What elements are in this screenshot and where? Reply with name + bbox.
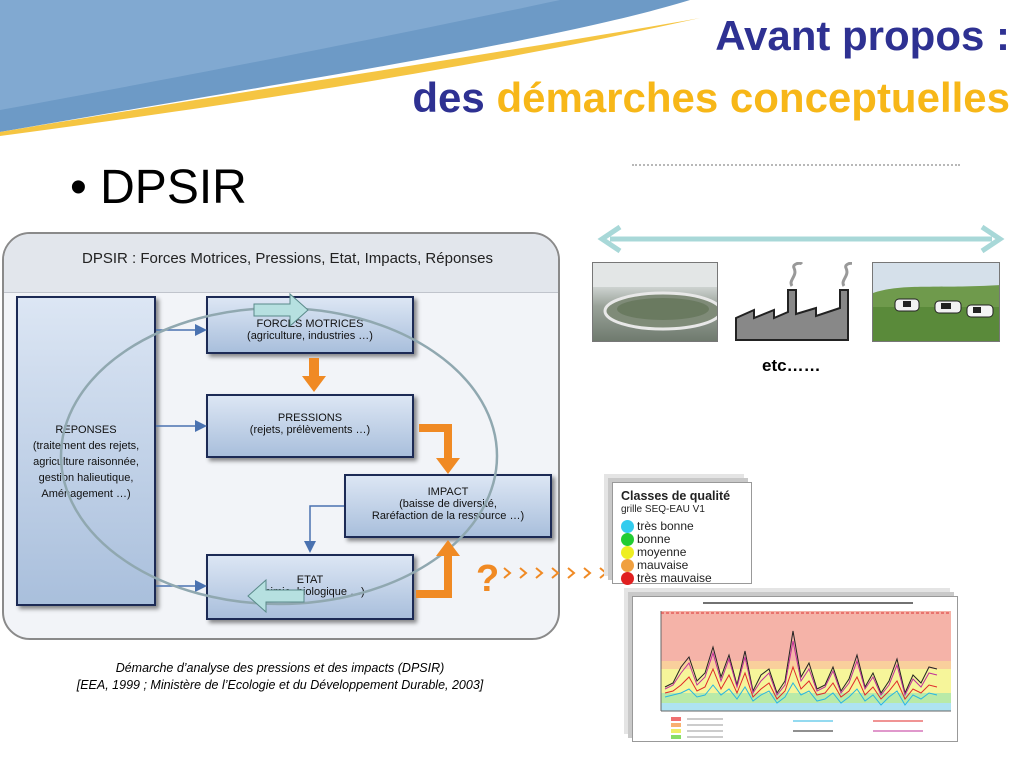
reponses-line-4: Aménagement …) bbox=[41, 488, 131, 500]
reponses-title: REPONSES bbox=[55, 424, 117, 436]
double-arrow-icon bbox=[597, 224, 1005, 254]
quality-label: très bonne bbox=[637, 519, 694, 533]
box-impact: IMPACT (baisse de diversité, Raréfaction… bbox=[344, 474, 552, 538]
impact-line-2: Raréfaction de la ressource …) bbox=[371, 510, 525, 522]
quality-class-tres-bonne: très bonne bbox=[621, 519, 694, 533]
impact-title: IMPACT bbox=[427, 486, 469, 498]
quality-label: bonne bbox=[637, 532, 671, 546]
reponses-line-1: (traitement des rejets, bbox=[32, 440, 140, 452]
diagram-arrows bbox=[59, 292, 499, 614]
quality-label: mauvaise bbox=[637, 558, 689, 572]
caption-line-2: [EEA, 1999 ; Ministère de l’Ecologie et … bbox=[76, 678, 484, 692]
dpsir-diagram-panel: DPSIR : Forces Motrices, Pressions, Etat… bbox=[2, 232, 560, 640]
quality-class-moyenne: moyenne bbox=[621, 545, 686, 559]
etc-label: etc…… bbox=[762, 356, 821, 375]
diagram-header: DPSIR : Forces Motrices, Pressions, Etat… bbox=[4, 234, 558, 293]
quality-title: Classes de qualité bbox=[621, 489, 731, 503]
box-forces-motrices: FORCES MOTRICES (agriculture, industries… bbox=[206, 296, 414, 354]
dotted-separator bbox=[632, 164, 960, 166]
quality-classes-card: Classes de qualité grille SEQ-EAU V1 trè… bbox=[612, 482, 752, 585]
forces-title: FORCES MOTRICES bbox=[256, 318, 364, 330]
title-part-demarches: démarches conceptuelles bbox=[496, 74, 1010, 121]
quality-class-bonne: bonne bbox=[621, 532, 670, 546]
bullet-dpsir: • DPSIR bbox=[70, 161, 247, 214]
pressions-title: PRESSIONS bbox=[277, 412, 343, 424]
water-quality-chart-thumbnail bbox=[632, 596, 958, 742]
etat-title: ETAT bbox=[296, 574, 324, 586]
quality-class-tres-mauvaise: très mauvaise bbox=[621, 571, 712, 585]
forces-detail: (agriculture, industries …) bbox=[247, 330, 373, 342]
wastewater-plant-photo bbox=[592, 262, 718, 342]
reponses-line-2: agriculture raisonnée, bbox=[33, 456, 139, 468]
slide-title-line1: Avant propos : bbox=[715, 12, 1010, 59]
pressions-detail: (rejets, prélèvements …) bbox=[249, 424, 371, 436]
header-swoosh bbox=[0, 0, 700, 136]
diagram-caption: Démarche d’analyse des pressions et des … bbox=[20, 660, 540, 694]
quality-subtitle: grille SEQ-EAU V1 bbox=[621, 504, 705, 515]
factory-icon bbox=[735, 262, 852, 341]
title-part-des: des bbox=[412, 74, 485, 121]
quality-dot-icon bbox=[621, 532, 634, 546]
diagram-title: DPSIR : Forces Motrices, Pressions, Etat… bbox=[82, 250, 493, 267]
dotted-chevron-arrows bbox=[503, 567, 608, 579]
quality-dot-icon bbox=[621, 545, 634, 559]
impact-line-1: (baisse de diversité, bbox=[399, 498, 497, 510]
cows-field-photo bbox=[872, 262, 1000, 342]
caption-line-1: Démarche d’analyse des pressions et des … bbox=[115, 661, 445, 675]
quality-class-mauvaise: mauvaise bbox=[621, 558, 688, 572]
box-pressions: PRESSIONS (rejets, prélèvements …) bbox=[206, 394, 414, 458]
quality-label: très mauvaise bbox=[637, 571, 712, 585]
slide-title-line2: des démarches conceptuelles bbox=[412, 74, 1010, 122]
quality-label: moyenne bbox=[637, 545, 687, 559]
quality-dot-icon bbox=[621, 519, 634, 533]
quality-dot-icon bbox=[621, 571, 634, 585]
question-mark: ? bbox=[476, 558, 500, 600]
quality-dot-icon bbox=[621, 558, 634, 572]
